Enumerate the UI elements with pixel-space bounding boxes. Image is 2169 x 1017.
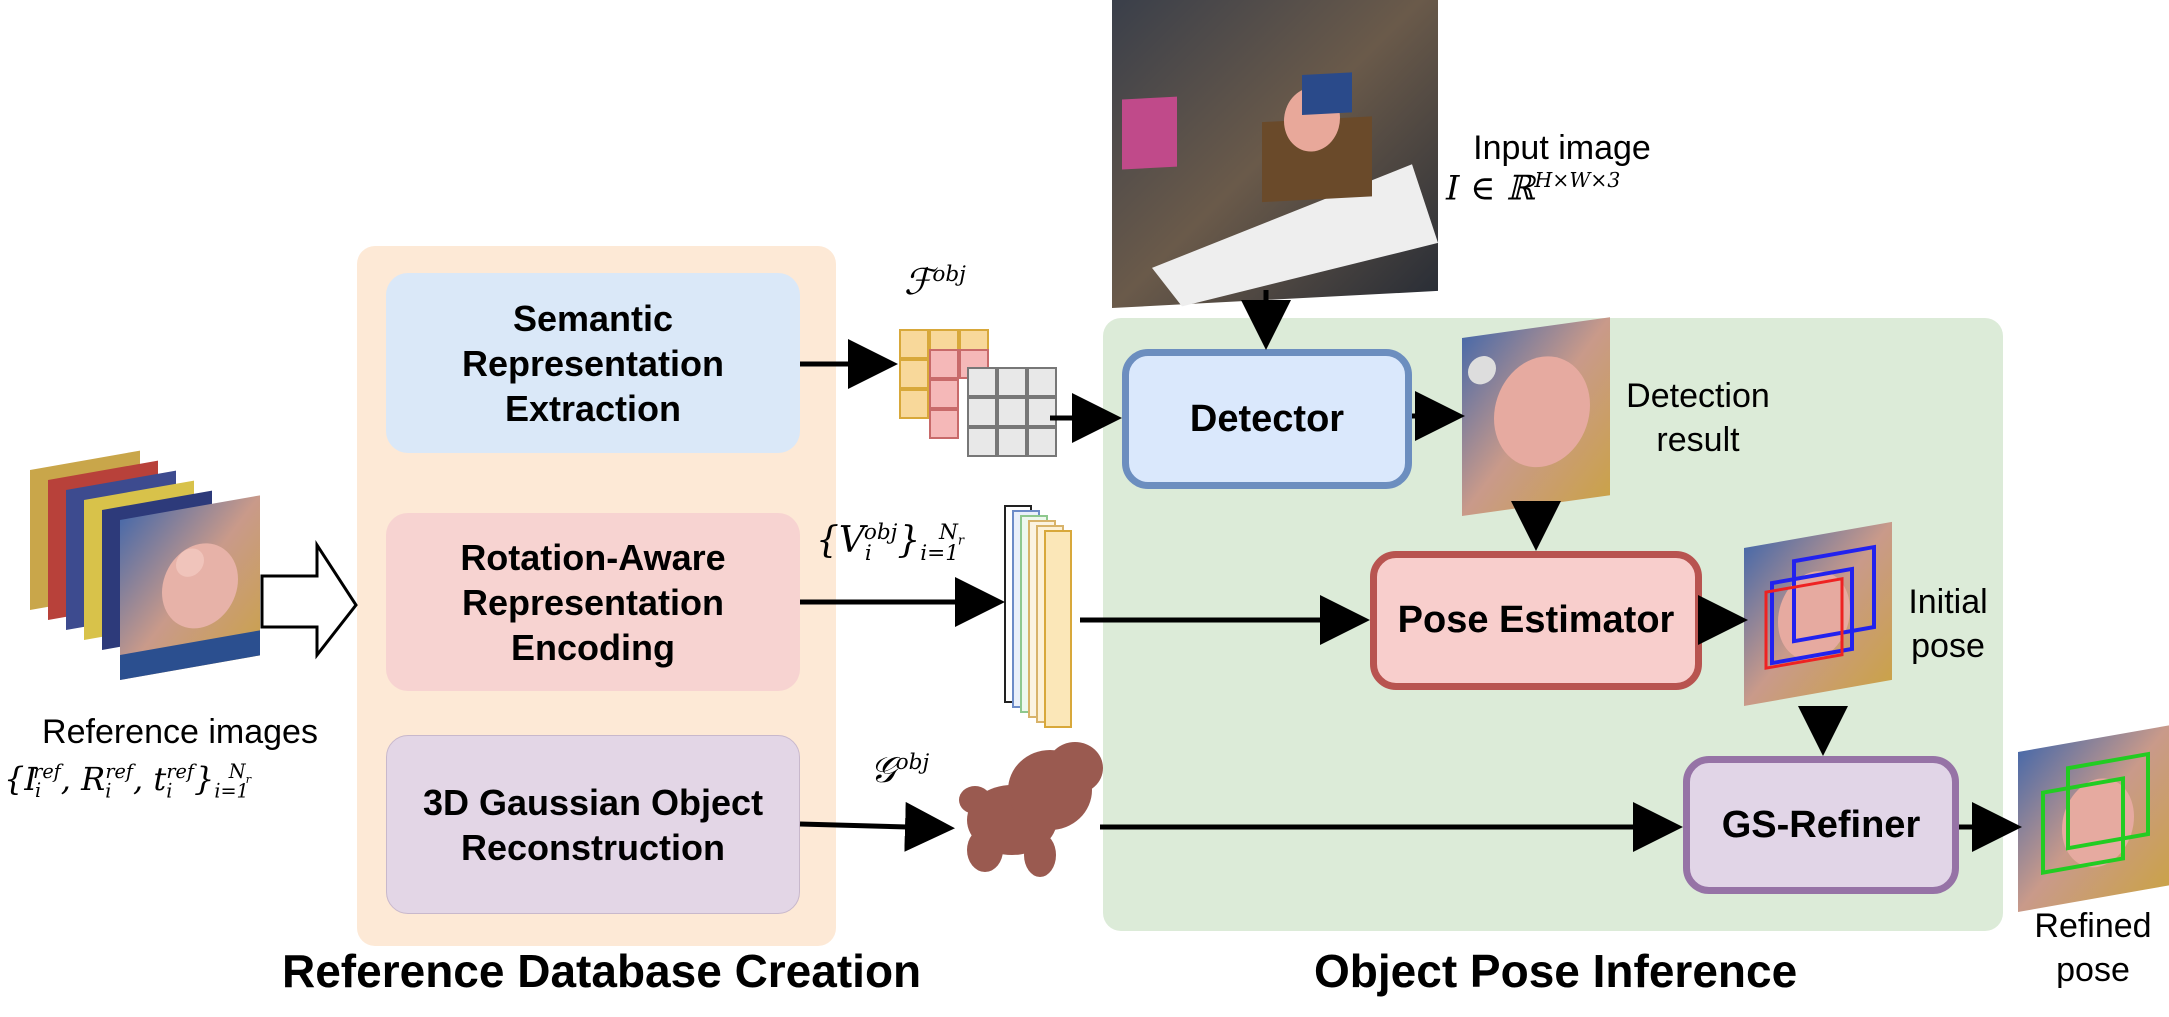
gs-refiner-box: GS-Refiner <box>1683 756 1959 894</box>
detection-result-label: Detection result <box>1626 377 1770 459</box>
initial-pose-label: Initial pose <box>1908 583 1988 665</box>
feature-cube-grid <box>899 329 1057 457</box>
semantic-representation-label: Semantic Representation Extraction <box>461 297 725 429</box>
reference-database-title: Reference Database Creation <box>282 945 922 997</box>
reference-set-math: {Iiref, Riref, tiref}i=1Nr <box>4 760 252 803</box>
reference-images-stack <box>30 450 260 680</box>
g-obj-math: 𝒢obj <box>870 750 930 791</box>
input-image-math: I ∈ ℝH×W×3 <box>1446 168 1621 209</box>
pose-estimator-box: Pose Estimator <box>1370 551 1702 690</box>
object-pose-inference-title: Object Pose Inference <box>1314 945 1798 997</box>
gs-refiner-label: GS-Refiner <box>1721 803 1921 846</box>
initial-pose-image <box>1744 521 1892 706</box>
detector-label: Detector <box>1189 397 1345 440</box>
f-obj-math: ℱobj <box>904 262 966 303</box>
refined-pose-image <box>2018 725 2169 912</box>
arrow-gaussian-to-cloud <box>799 801 955 852</box>
refined-pose-label: Refined pose <box>2034 907 2152 989</box>
v-obj-math: {Viobj}i=1Nr <box>816 520 965 567</box>
input-image-label: Input image <box>1473 129 1651 167</box>
semantic-representation-box: Semantic Representation Extraction <box>386 273 800 453</box>
rotation-aware-encoding-box: Rotation-Aware Representation Encoding <box>386 513 800 691</box>
feature-vector-stack <box>1004 505 1072 728</box>
gaussian-point-cloud <box>959 742 1103 877</box>
gaussian-reconstruction-box: 3D Gaussian Object Reconstruction <box>386 735 800 914</box>
rotation-aware-encoding-label: Rotation-Aware Representation Encoding <box>460 536 726 668</box>
detector-box: Detector <box>1122 349 1412 489</box>
input-image <box>1112 0 1438 308</box>
pose-estimator-label: Pose Estimator <box>1397 599 1675 641</box>
reference-images-label: Reference images <box>42 713 318 751</box>
hollow-arrow <box>260 539 358 660</box>
detection-result-image <box>1462 317 1610 516</box>
gaussian-reconstruction-label: 3D Gaussian Object Reconstruction <box>422 781 764 868</box>
